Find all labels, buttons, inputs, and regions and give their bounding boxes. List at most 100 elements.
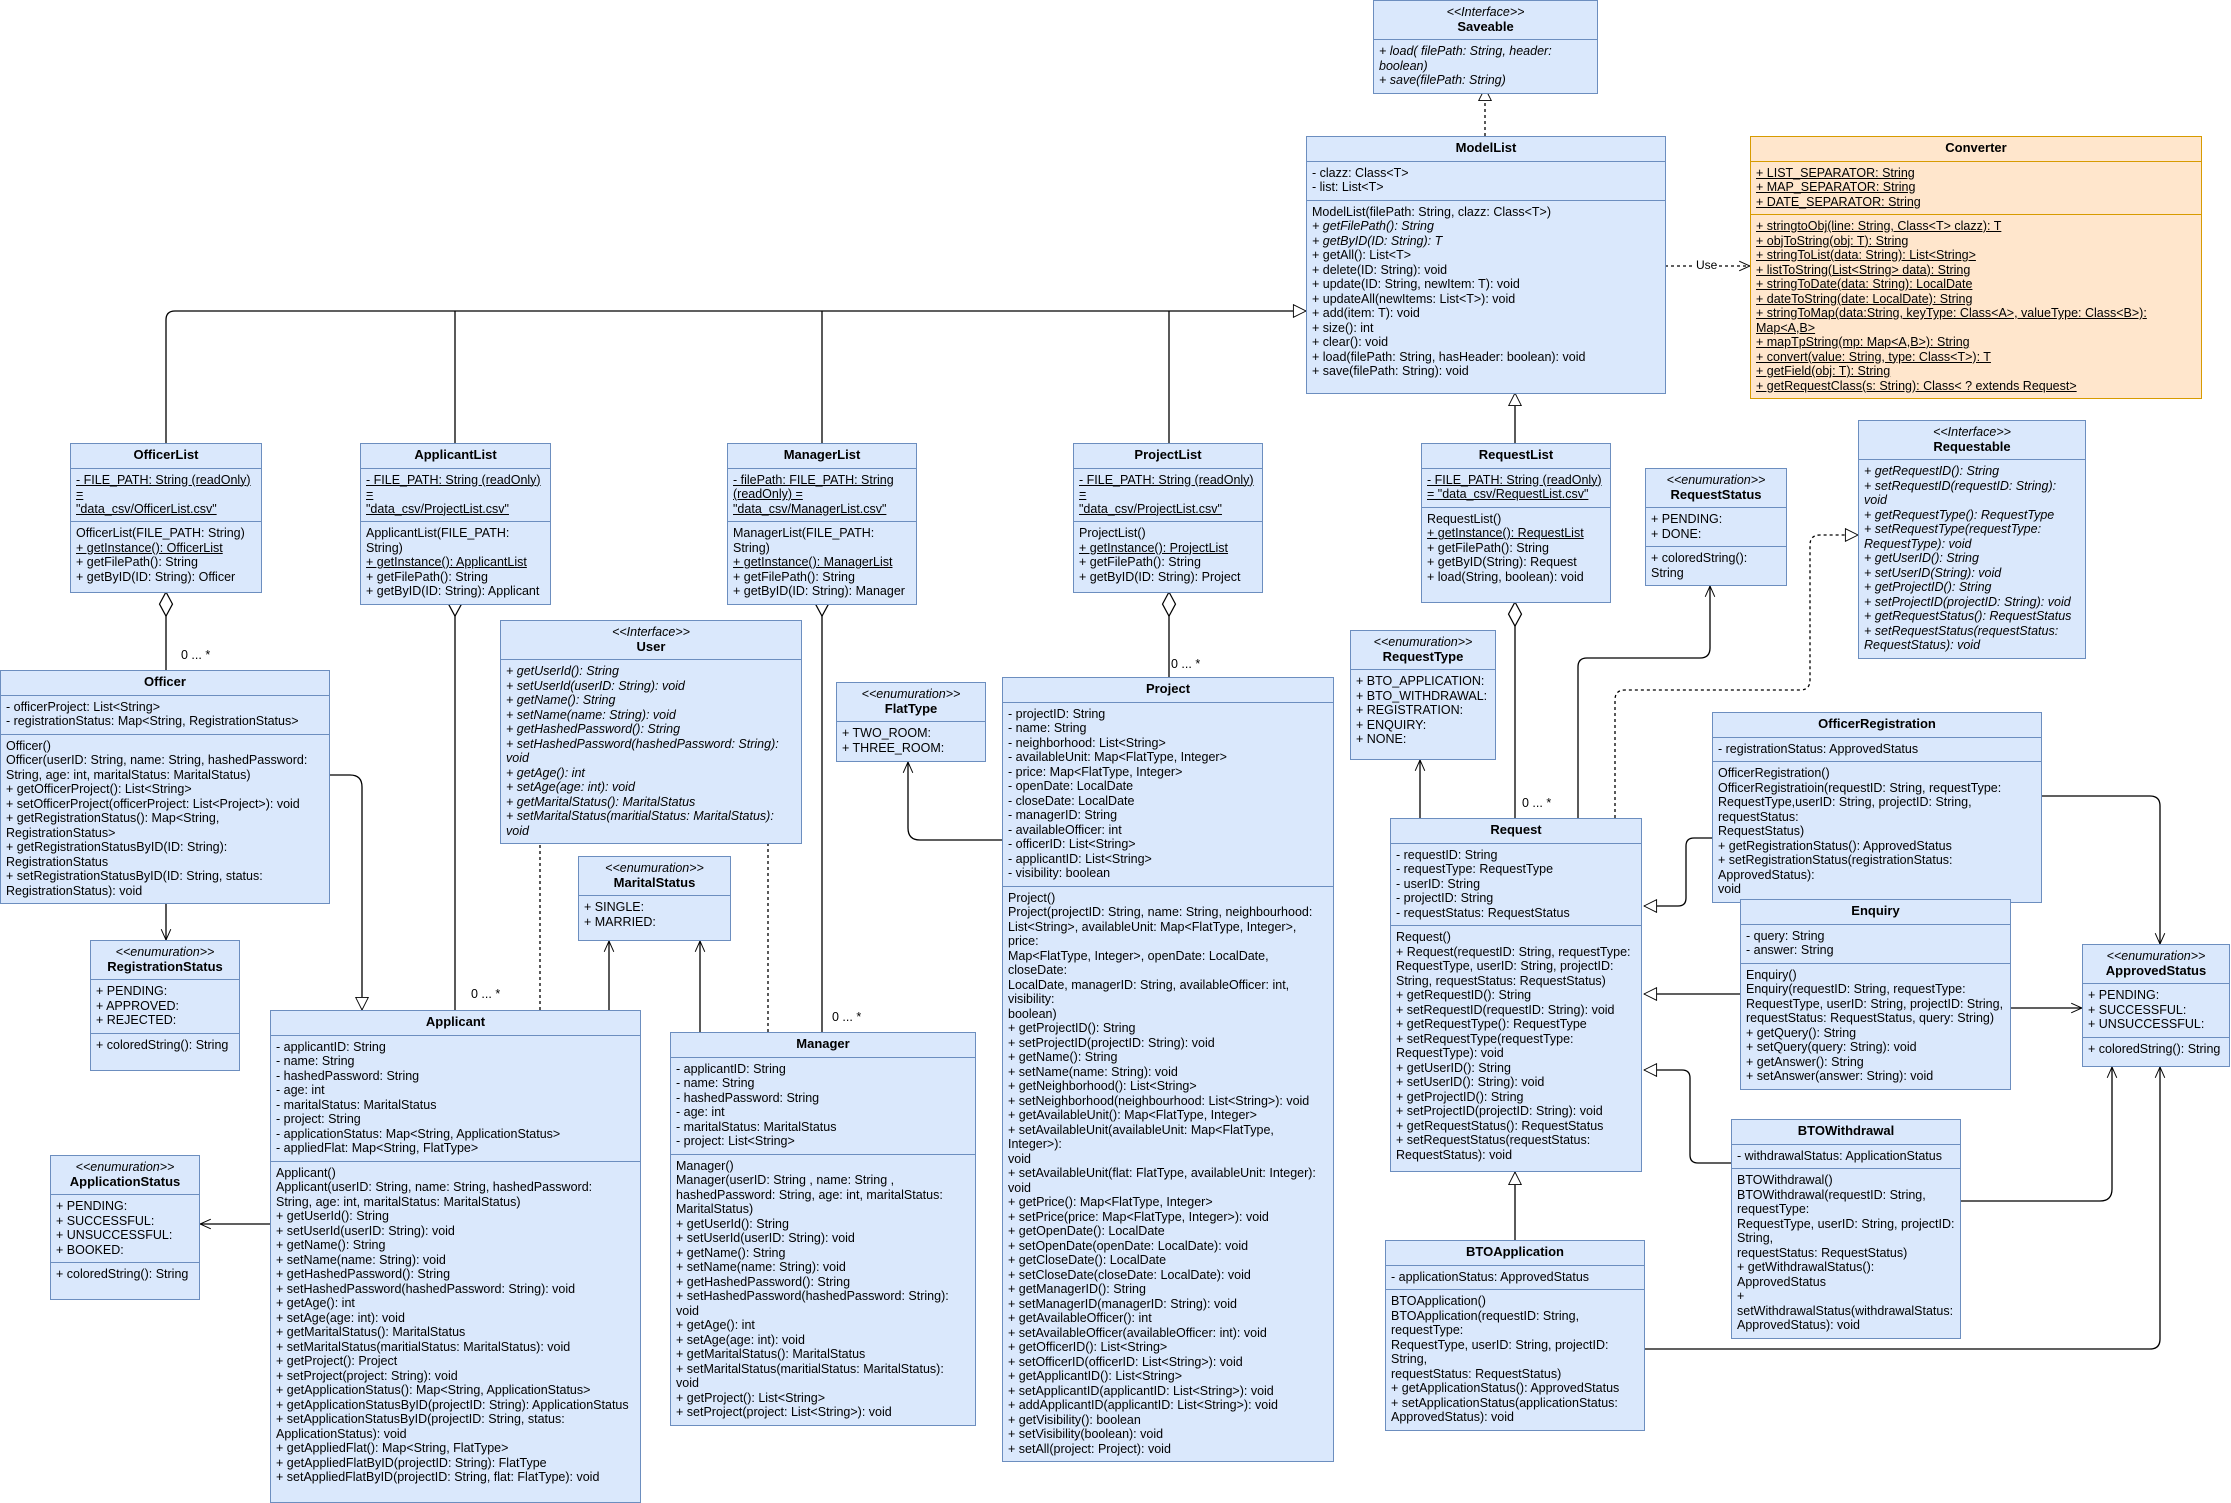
request-uses-requeststatus (1577, 586, 1710, 818)
members-section: + SINGLE:+ MARRIED: (579, 896, 730, 934)
class-header: Applicant (271, 1011, 640, 1036)
member-line: + getVisibility(): boolean (1008, 1412, 1141, 1427)
member-line: Officer() (6, 738, 51, 753)
member-line: - name: String (676, 1076, 755, 1090)
member-line: boolean) (1008, 1006, 1057, 1021)
member-line: + BOOKED: (56, 1242, 124, 1257)
class-name: ManagerList (783, 447, 861, 462)
stereotype-label: <<Interface>> (1446, 5, 1525, 19)
member-line: RequestStatus): void (1864, 638, 1981, 652)
member-line: RequestType, userID: String, projectID: … (1746, 996, 2004, 1011)
class-name: Request (1490, 822, 1542, 837)
member-line: - availableOfficer: int (1008, 822, 1122, 837)
class-officerlist: OfficerList- FILE_PATH: String (readOnly… (70, 443, 262, 593)
member-line: + setAvailableUnit(availableUnit: Map<Fl… (1008, 1122, 1274, 1152)
member-line: + getAppliedFlatByID(projectID: String):… (276, 1455, 547, 1470)
class-name: ApplicantList (414, 447, 497, 462)
member-line: + getApplicationStatusByID(projectID: St… (276, 1397, 629, 1412)
class-applicant: Applicant - applicantID: String- name: St… (270, 1010, 641, 1503)
member-line: + coloredString(): String (1651, 551, 1748, 580)
member-line: + setAge(age: int): void (676, 1332, 805, 1347)
member-line: + TWO_ROOM: (842, 726, 932, 740)
member-line: + objToString(obj: T): String (1756, 233, 1909, 248)
member-line: + getApplicantID(): List<String> (1008, 1369, 1183, 1383)
attributes-section: - filePath: FILE_PATH: String(readOnly) … (728, 469, 916, 522)
member-line: + getRequestClass(s: String): Class< ? e… (1756, 378, 2077, 393)
member-line: + getRequestID(): String (1864, 464, 2000, 478)
class-officerregistration: OfficerRegistration- registrationStatus:… (1712, 712, 2042, 903)
member-line: RequestStatus) (1718, 824, 1805, 838)
member-line: - filePath: FILE_PATH: String (733, 472, 894, 487)
member-line: + getFilePath(): String (1312, 219, 1434, 233)
member-line: + setQuery(query: String): void (1746, 1040, 1917, 1054)
member-line: Applicant(userID: String, name: String, … (276, 1180, 593, 1194)
class-name: BTOWithdrawal (1797, 1123, 1895, 1138)
member-line: - age: int (676, 1105, 725, 1119)
member-line: + getRegistrationStatus(): Map<String, R… (6, 811, 220, 840)
member-line: - applicationStatus: ApprovedStatus (1391, 1269, 1590, 1284)
member-line: + setProjectID(projectID: String): void (1008, 1035, 1215, 1050)
member-line: + getRequestType(): RequestType (1864, 507, 2055, 522)
multiplicity-applicant: 0 ... * (471, 987, 501, 1001)
attributes-section: - requestID: String- requestType: Reques… (1391, 844, 1641, 926)
member-line: + getInstance(): ApplicantList (366, 555, 527, 569)
member-line: + NONE: (1356, 732, 1407, 746)
class-name: Officer (144, 674, 186, 689)
member-line: - name: String (276, 1054, 355, 1068)
member-line: + setRequestID(requestID: String): void (1864, 478, 2057, 508)
member-line: + getMaritalStatus(): MaritalStatus (276, 1325, 466, 1339)
member-line: "data_csv/ManagerList.csv" (733, 501, 887, 516)
class-projectlist: ProjectList- FILE_PATH: String (readOnly… (1073, 443, 1263, 593)
member-line: + add(item: T): void (1312, 306, 1420, 320)
member-line: + LIST_SEPARATOR: String (1756, 165, 1915, 180)
class-applicantlist: ApplicantList- FILE_PATH: String (readOn… (360, 443, 551, 605)
member-line: + getField(obj: T): String (1756, 364, 1891, 378)
member-line: BTOApplication() (1391, 1294, 1486, 1308)
attributes-section: - officerProject: List<String>- registra… (1, 696, 329, 735)
member-line: + getProject(): List<String> (676, 1390, 826, 1405)
btoapplication-uses-approvedstatus (1645, 1067, 2160, 1350)
attributes-section: - applicantID: String- name: String- has… (671, 1058, 975, 1155)
member-line: - applicantID: String (276, 1039, 386, 1054)
members-section: + getUserId(): String+ setUserId(userID:… (501, 660, 801, 843)
multiplicity-project: 0 ... * (1171, 657, 1201, 671)
member-line: + setMaritalStatus(maritialStatus: Marit… (506, 809, 774, 838)
class-header: RequestList (1422, 444, 1610, 469)
member-line: + getHashedPassword(): String (506, 722, 681, 736)
member-line: + getAll(): List<T> (1312, 248, 1411, 262)
class-requestlist: RequestList- FILE_PATH: String (readOnly… (1421, 443, 1611, 603)
members-section: RequestList()+ getInstance(): RequestLis… (1422, 508, 1610, 590)
class-request: Request - requestID: String- requestType:… (1390, 818, 1642, 1172)
member-line: + getQuery(): String (1746, 1025, 1857, 1040)
member-line: + setRequestStatus(requestStatus: (1864, 623, 2059, 638)
member-line: + getRequestStatus(): RequestStatus (1396, 1118, 1604, 1133)
member-line: - appliedFlat: Map<String, FlatType> (276, 1141, 479, 1155)
stereotype-label: <<Interface>> (612, 625, 690, 639)
member-line: + setHashedPassword(hashedPassword: Stri… (676, 1289, 949, 1318)
class-user: <<Interface>>User + getUserId(): String+ … (500, 620, 802, 844)
member-line: + listToString(List<String> data): Strin… (1756, 262, 1971, 277)
member-line: + setManagerID(managerID: String): void (1008, 1296, 1237, 1311)
class-header: ApplicantList (361, 444, 550, 469)
members-section: + BTO_APPLICATION:+ BTO_WITHDRAWAL:+ REG… (1351, 670, 1495, 752)
member-line: + getName(): String (676, 1245, 786, 1260)
member-line: - hashedPassword: String (676, 1090, 820, 1105)
class-name: Project (1145, 681, 1191, 696)
class-saveable: <<Interface>>Saveable+ load( filePath: S… (1373, 0, 1598, 94)
member-line: + getFilePath(): String (1427, 540, 1549, 555)
member-line: + setAnswer(answer: String): void (1746, 1069, 1934, 1083)
member-line: RequestType): void (1396, 1046, 1504, 1060)
member-line: RequestList() (1427, 511, 1502, 526)
members-section: ProjectList()+ getInstance(): ProjectLis… (1074, 522, 1262, 589)
member-line: + getMaritalStatus(): MaritalStatus (676, 1347, 866, 1361)
attributes-section: - clazz: Class<T>- list: List<T> (1307, 162, 1665, 201)
attributes-section: - FILE_PATH: String (readOnly) ="data_cs… (71, 469, 261, 522)
member-line: + getInstance(): OfficerList (76, 540, 223, 555)
class-name: User (636, 638, 666, 654)
member-line: requestStatus: RequestStatus) (1391, 1366, 1562, 1381)
member-line: + coloredString(): String (2088, 1041, 2221, 1056)
attributes-section: - projectID: String- name: String- neigh… (1003, 703, 1333, 887)
member-line: + save(filePath: String): void (1312, 364, 1469, 378)
class-modellist: ModelList- clazz: Class<T>- list: List<T… (1306, 136, 1666, 394)
class-header: ProjectList (1074, 444, 1262, 469)
